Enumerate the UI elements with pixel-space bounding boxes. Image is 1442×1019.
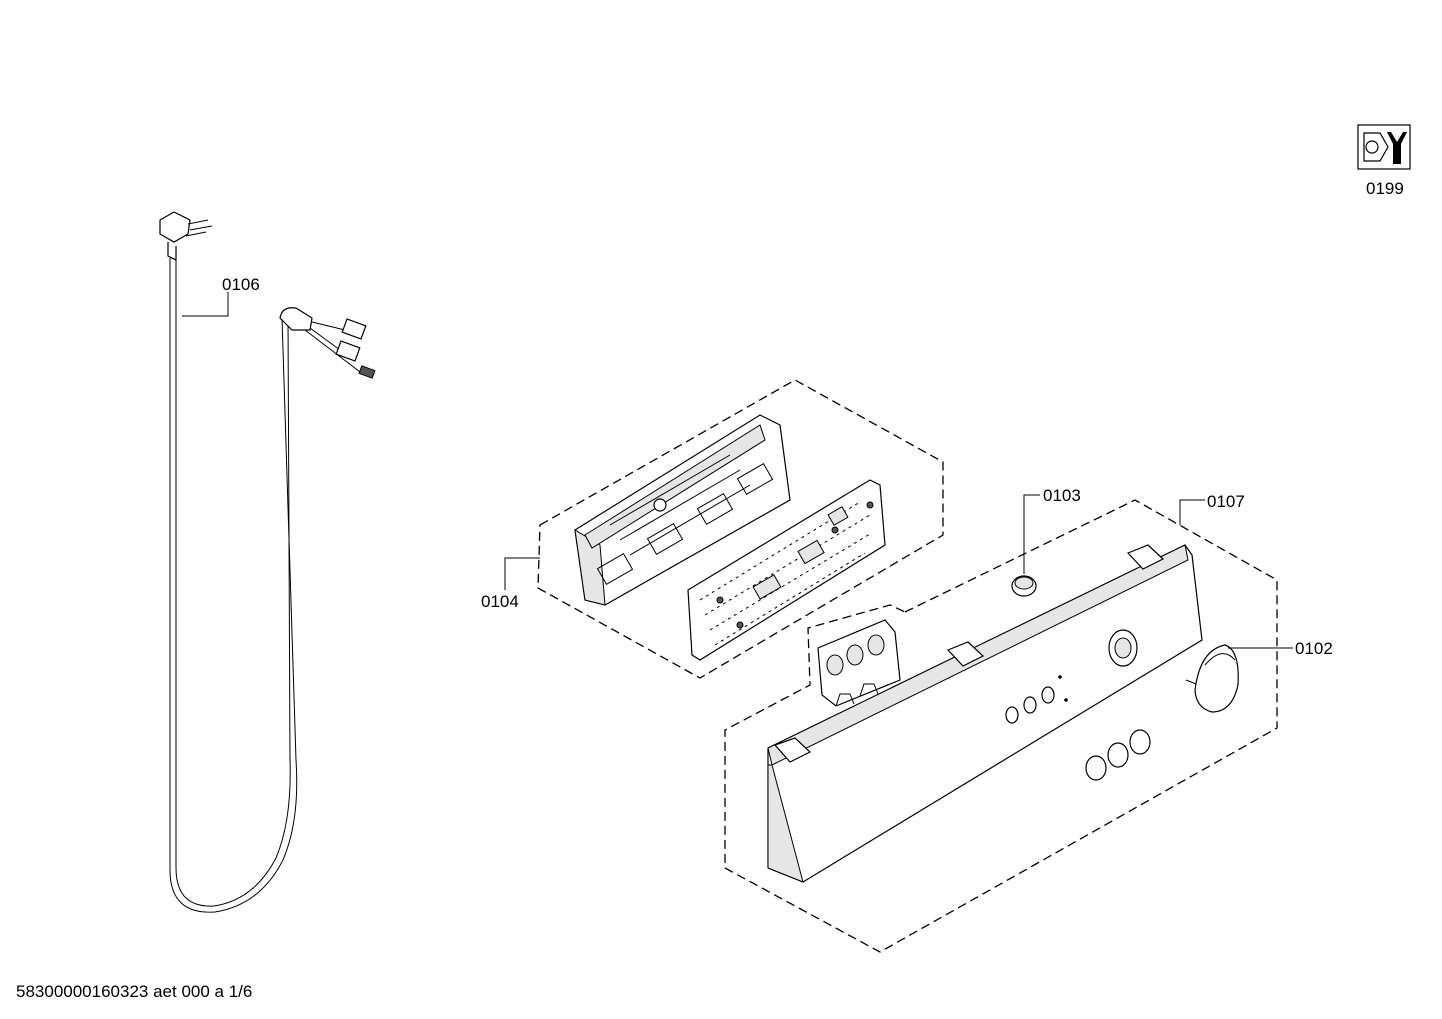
power-cord: [159, 211, 376, 913]
indicator-cap: [1011, 575, 1037, 597]
leader-line-0104: [504, 557, 540, 590]
group-outline-0104: [537, 379, 944, 679]
leader-line-0106: [182, 292, 229, 317]
group-outline-0107: [724, 499, 1278, 953]
push-buttons: [1085, 729, 1151, 781]
control-module-housing: [574, 414, 791, 606]
part-label-0107: 0107: [1207, 492, 1245, 511]
part-label-0199: 0199: [1366, 179, 1404, 198]
button-carrier: [817, 619, 901, 707]
part-label-0102: 0102: [1295, 639, 1333, 658]
electronic-circuit-board: [687, 479, 886, 661]
leader-line-0103: [1023, 494, 1040, 574]
nut-and-wrench-icon: [1357, 124, 1411, 170]
programme-knob: [1185, 644, 1239, 713]
part-label-0106: 0106: [222, 275, 260, 294]
part-label-0104: 0104: [481, 592, 519, 611]
control-panel-fascia: [767, 544, 1203, 883]
part-label-0103: 0103: [1043, 486, 1081, 505]
document-id: 58300000160323 aet 000 a 1/6: [16, 982, 252, 1001]
leader-line-0107: [1179, 499, 1205, 525]
